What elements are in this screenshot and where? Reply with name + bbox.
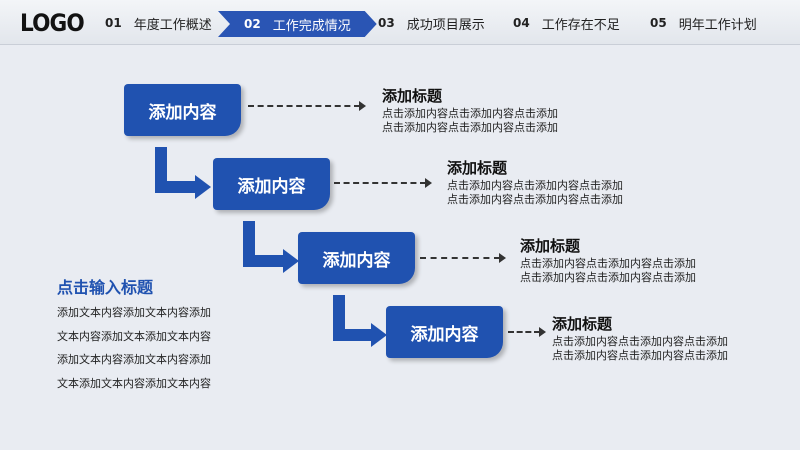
nav-item-5[interactable]: 05 明年工作计划 [650,12,757,34]
step-2-desc: 点击添加内容点击添加内容点击添加 点击添加内容点击添加内容点击添加 [447,179,623,207]
step-3-title: 添加标题 [520,237,581,255]
step-4-arrow-line [508,327,546,337]
step-3-arrow-line [420,253,506,263]
side-body-line: 文本添加文本内容添加文本内容 [57,376,211,390]
nav-item-2-active[interactable]: 02 工作完成情况 [218,11,377,37]
side-body-line: 添加文本内容添加文本内容添加 [57,306,211,319]
nav-label: 工作存在不足 [541,17,620,33]
header-bar: LOGO 01 年度工作概述 02 工作完成情况 03 成功项目展示 04 工作… [0,0,800,45]
step-3-connector-arrowhead [371,323,387,347]
step-4-desc: 点击添加内容点击添加内容点击添加 点击添加内容点击添加内容点击添加 [552,335,728,363]
nav-label: 工作完成情况 [272,18,351,34]
nav-label: 成功项目展示 [406,17,485,33]
step-4-desc-line: 点击添加内容点击添加内容点击添加 [552,335,728,348]
nav-num: 05 [650,16,667,30]
step-2-arrow-line [334,178,432,188]
nav-num: 03 [378,16,395,30]
step-2-connector-arrowhead [283,249,299,273]
nav-item-4[interactable]: 04 工作存在不足 [513,12,620,34]
step-2-box[interactable]: 添加内容 [213,158,330,210]
step-4-desc-line: 点击添加内容点击添加内容点击添加 [552,349,728,362]
step-1-arrow-line [248,101,366,111]
nav-num: 02 [244,17,261,31]
step-2-desc-line: 点击添加内容点击添加内容点击添加 [447,179,623,192]
side-title: 点击输入标题 [57,278,154,297]
nav-item-1[interactable]: 01 年度工作概述 [105,12,212,34]
step-1-box[interactable]: 添加内容 [124,84,241,136]
logo: LOGO [20,9,85,37]
nav-item-3[interactable]: 03 成功项目展示 [378,12,485,34]
step-3-connector-h [333,329,373,341]
nav-num: 04 [513,16,530,30]
step-2-title: 添加标题 [447,159,508,177]
step-2-desc-line: 点击添加内容点击添加内容点击添加 [447,193,623,206]
step-4-box[interactable]: 添加内容 [386,306,503,358]
step-1-title: 添加标题 [382,87,443,105]
step-1-connector-h [155,181,197,193]
step-3-desc-line: 点击添加内容点击添加内容点击添加 [520,257,696,270]
step-3-desc: 点击添加内容点击添加内容点击添加 点击添加内容点击添加内容点击添加 [520,257,696,285]
side-body-line: 添加文本内容添加文本内容添加 [57,353,211,366]
step-3-desc-line: 点击添加内容点击添加内容点击添加 [520,271,696,284]
step-1-desc-line: 点击添加内容点击添加内容点击添加 [382,107,558,120]
side-body: 添加文本内容添加文本内容添加 文本内容添加文本添加文本内容 添加文本内容添加文本… [57,301,232,395]
nav-label: 明年工作计划 [678,17,757,33]
step-1-desc: 点击添加内容点击添加内容点击添加 点击添加内容点击添加内容点击添加 [382,107,558,135]
step-2-connector-h [243,255,285,267]
step-1-connector-arrowhead [195,175,211,199]
nav-num: 01 [105,16,122,30]
side-body-line: 文本内容添加文本添加文本内容 [57,329,211,343]
step-1-desc-line: 点击添加内容点击添加内容点击添加 [382,121,558,134]
step-4-title: 添加标题 [552,315,613,333]
step-3-box[interactable]: 添加内容 [298,232,415,284]
nav-label: 年度工作概述 [133,17,212,33]
